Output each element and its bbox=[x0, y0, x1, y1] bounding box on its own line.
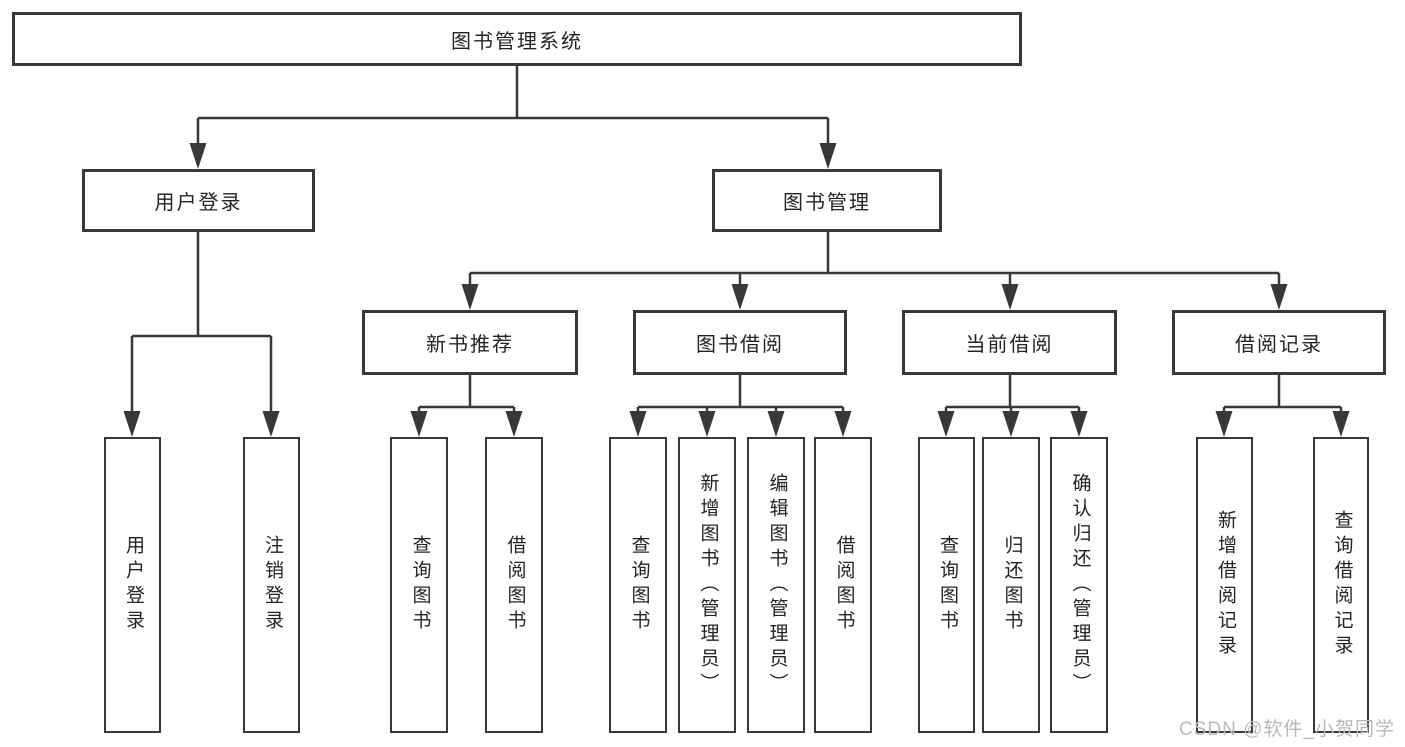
node-current-borrow: 当前借阅 bbox=[902, 310, 1117, 375]
node-book-borrow-label: 图书借阅 bbox=[696, 334, 784, 356]
node-book-management-label: 图书管理 bbox=[783, 192, 871, 214]
leaf-return-books-label: 归还图书 bbox=[1001, 535, 1023, 635]
leaf-logout: 注销登录 bbox=[243, 437, 300, 733]
leaf-user-login-label: 用户登录 bbox=[122, 535, 144, 635]
leaf-user-login: 用户登录 bbox=[104, 437, 161, 733]
node-new-book-recommend: 新书推荐 bbox=[362, 310, 578, 375]
node-new-book-recommend-label: 新书推荐 bbox=[426, 334, 514, 356]
leaf-edit-books-admin-label: 编辑图书（管理员） bbox=[766, 472, 788, 698]
leaf-query-borrow-record-label: 查询借阅记录 bbox=[1331, 510, 1353, 660]
leaf-confirm-return-admin-label: 确认归还（管理员） bbox=[1069, 472, 1091, 698]
leaf-query-books-current: 查询图书 bbox=[918, 437, 975, 733]
leaf-query-books-recommend: 查询图书 bbox=[390, 437, 448, 733]
leaf-return-books: 归还图书 bbox=[982, 437, 1040, 733]
leaf-borrow-books-label: 借阅图书 bbox=[833, 535, 855, 635]
leaf-query-books-recommend-label: 查询图书 bbox=[409, 535, 431, 635]
node-root-label: 图书管理系统 bbox=[451, 30, 583, 53]
leaf-add-books-admin: 新增图书（管理员） bbox=[678, 437, 736, 733]
node-book-borrow: 图书借阅 bbox=[633, 310, 847, 375]
node-user-login-label: 用户登录 bbox=[154, 192, 243, 214]
leaf-logout-label: 注销登录 bbox=[261, 535, 283, 635]
leaf-borrow-books-recommend-label: 借阅图书 bbox=[504, 535, 526, 635]
leaf-confirm-return-admin: 确认归还（管理员） bbox=[1050, 437, 1108, 733]
leaf-query-borrow-record: 查询借阅记录 bbox=[1313, 437, 1369, 733]
leaf-query-books-current-label: 查询图书 bbox=[936, 535, 958, 635]
leaf-edit-books-admin: 编辑图书（管理员） bbox=[747, 437, 805, 733]
leaf-borrow-books-recommend: 借阅图书 bbox=[485, 437, 543, 733]
leaf-borrow-books: 借阅图书 bbox=[814, 437, 872, 733]
leaf-add-books-admin-label: 新增图书（管理员） bbox=[697, 472, 719, 698]
node-book-management: 图书管理 bbox=[712, 169, 942, 232]
leaf-add-borrow-record: 新增借阅记录 bbox=[1196, 437, 1253, 733]
node-root-system: 图书管理系统 bbox=[12, 12, 1022, 66]
leaf-query-books-borrow-label: 查询图书 bbox=[628, 535, 650, 635]
csdn-watermark: CSDN @软件_小贺同学 bbox=[1179, 719, 1395, 740]
node-user-login: 用户登录 bbox=[82, 169, 315, 232]
node-borrow-records: 借阅记录 bbox=[1172, 310, 1386, 375]
leaf-query-books-borrow: 查询图书 bbox=[609, 437, 667, 733]
leaf-add-borrow-record-label: 新增借阅记录 bbox=[1214, 510, 1236, 660]
node-borrow-records-label: 借阅记录 bbox=[1235, 334, 1323, 356]
node-current-borrow-label: 当前借阅 bbox=[965, 334, 1054, 356]
arrowheads bbox=[123, 143, 1350, 437]
